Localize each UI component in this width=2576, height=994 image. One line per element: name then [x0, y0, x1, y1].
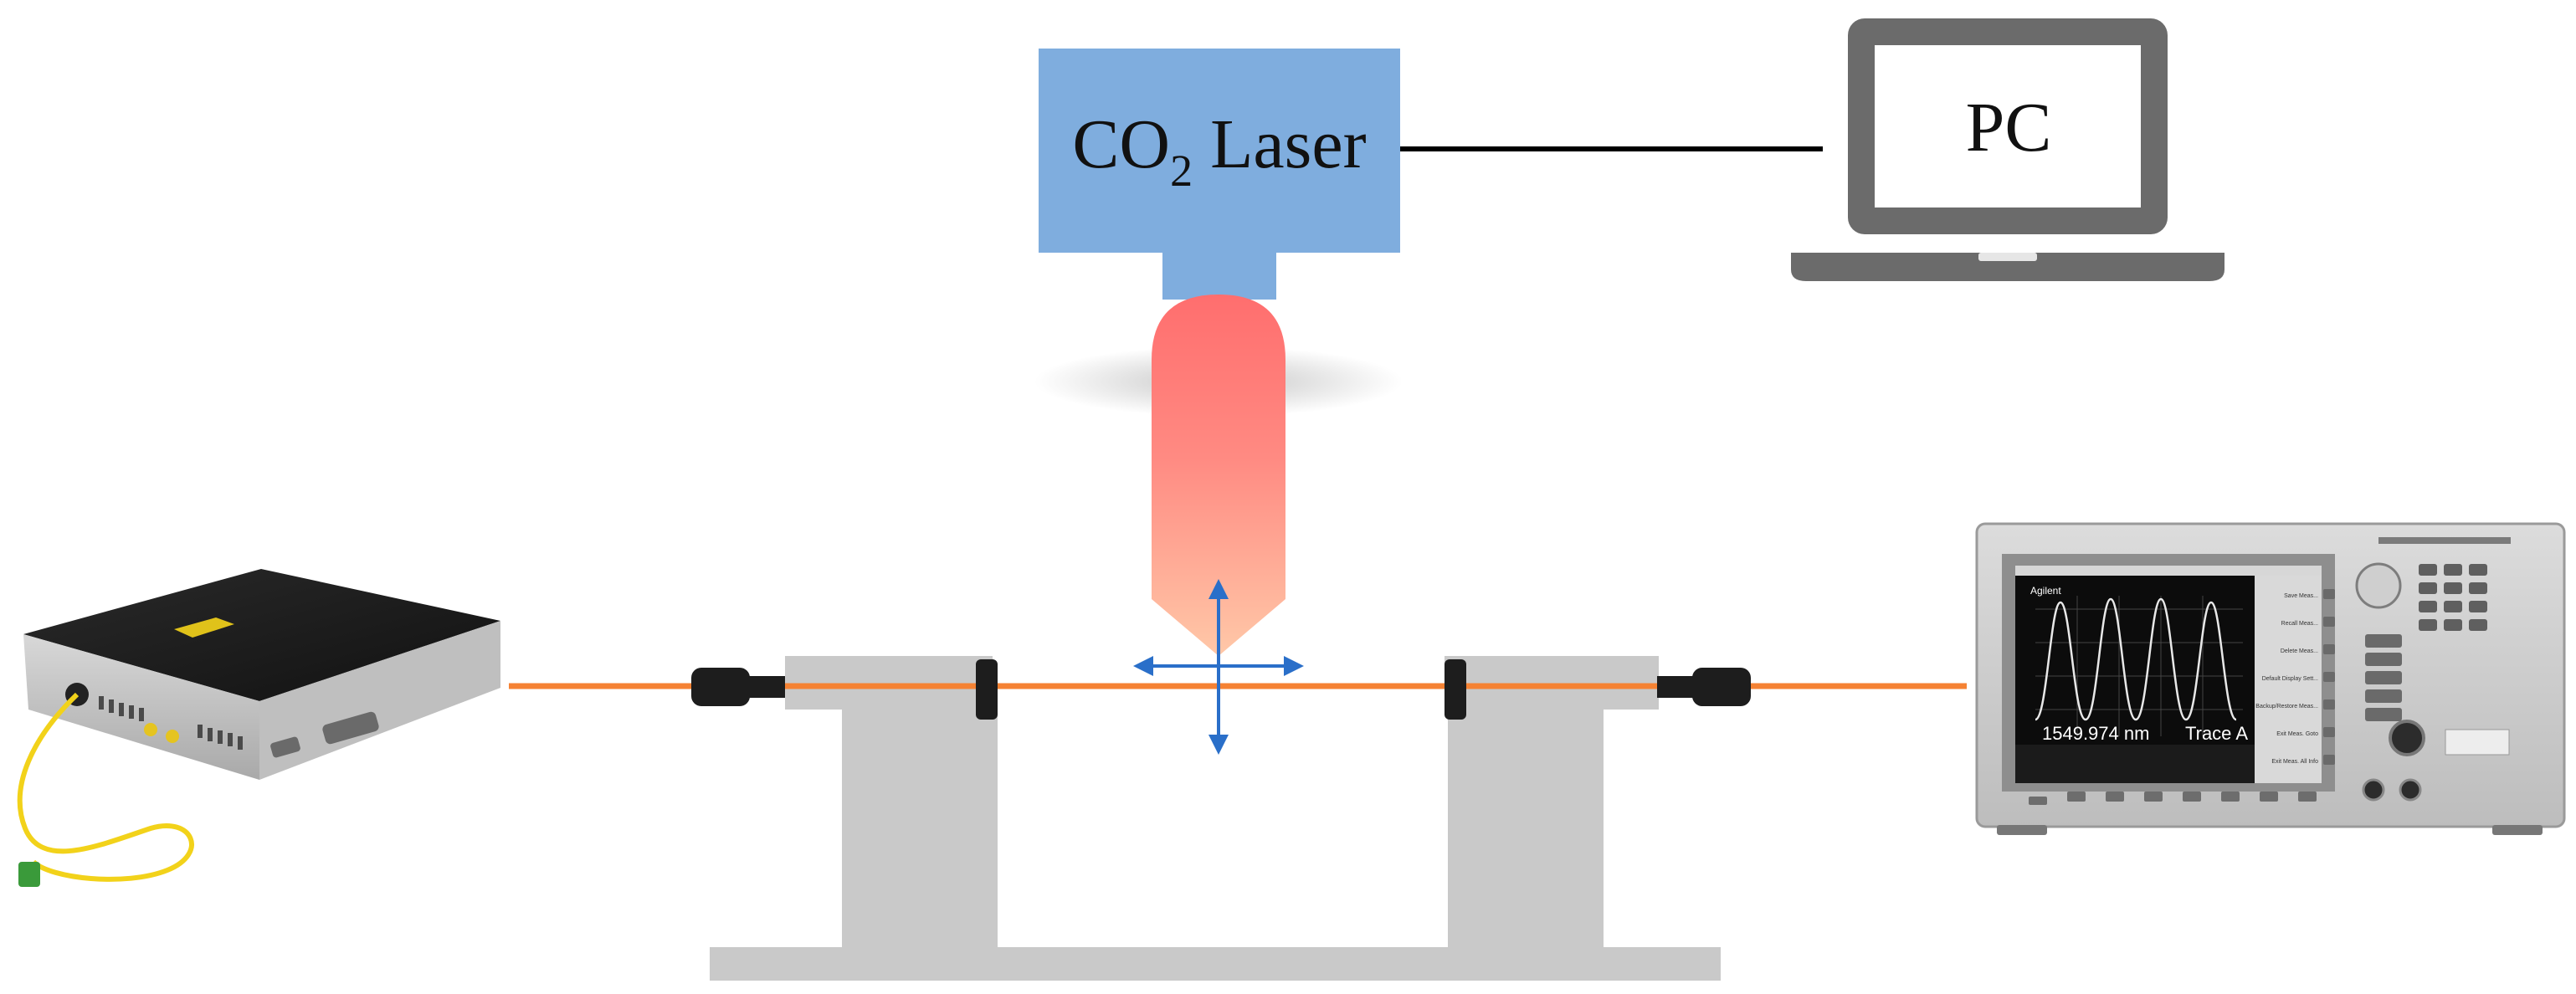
source-db-connector	[322, 711, 379, 745]
translation-stage	[710, 656, 1721, 981]
osa-softkey-button	[2323, 755, 2335, 765]
co2-laser-box	[1039, 49, 1400, 253]
laptop-base	[1791, 253, 2224, 281]
right-fiber-connector	[1692, 668, 1751, 706]
left-stage-pillar	[842, 710, 998, 947]
pc-label: PC	[1966, 89, 2052, 167]
osa-menu-bar	[2015, 566, 2322, 576]
osa-disk-slot	[2378, 537, 2511, 544]
osa-softkey-label: Default Display Sett...	[2262, 676, 2318, 682]
osa-wavelength-readout: 1549.974 nm	[2042, 723, 2149, 744]
fiber-clamps	[691, 659, 1751, 720]
osa-softkey-label: Exit Meas. Goto	[2276, 731, 2318, 737]
light-source-device	[17, 569, 500, 887]
osa-optical-input-port	[2389, 720, 2425, 756]
osa-keypad-key	[2419, 564, 2437, 576]
osa-bottom-buttons	[2029, 792, 2317, 805]
osa-softkey-label: Backup/Restore Meas...	[2255, 704, 2318, 710]
source-top-face	[23, 569, 500, 701]
osa-softkeys: Save Meas... Recall Meas... Delete Meas...…	[2255, 589, 2335, 765]
source-front-face	[23, 634, 259, 780]
osa-keypad-key	[2444, 582, 2462, 594]
right-connector-sleeve	[1657, 676, 1696, 698]
osa-keypad-key	[2469, 601, 2487, 612]
pc-laptop: PC	[1791, 18, 2224, 281]
source-warning-label	[174, 617, 234, 638]
osa-spectrum-trace	[2034, 597, 2238, 721]
co2-laser-nozzle	[1162, 253, 1276, 300]
source-cord-connector	[18, 862, 40, 887]
osa-grid	[2035, 596, 2243, 736]
osa-keypad-key	[2469, 619, 2487, 631]
osa-brand-label: Agilent	[2030, 585, 2061, 597]
osa-keypad-key	[2469, 564, 2487, 576]
osa-softkey-button	[2323, 644, 2335, 654]
osa-keypad-key	[2469, 582, 2487, 594]
osa-softkey-label: Delete Meas...	[2281, 648, 2318, 654]
source-vents	[99, 696, 243, 750]
source-bnc-1	[144, 723, 157, 736]
left-fiber-connector	[691, 668, 750, 706]
optical-spectrum-analyzer: Agilent 1549.974 nm Trace A Save Meas...…	[1975, 522, 2566, 835]
osa-keypad-key	[2444, 601, 2462, 612]
osa-softkey-button	[2323, 699, 2335, 710]
osa-trace-label: Trace A	[2185, 723, 2248, 744]
osa-foot-right	[2492, 825, 2543, 835]
osa-keypad	[2419, 564, 2487, 631]
beam-body	[1152, 295, 1285, 656]
left-fiber-holder	[785, 656, 993, 710]
osa-keypad-key	[2419, 601, 2437, 612]
right-stage-pillar	[1448, 710, 1604, 947]
osa-softkey-button	[2323, 617, 2335, 627]
osa-softkey-label: Recall Meas...	[2281, 621, 2318, 627]
co2-laser-label: CO2 Laser	[1072, 105, 1366, 196]
source-serial-connector	[270, 736, 300, 758]
osa-softkey-label: Save Meas...	[2284, 593, 2318, 599]
osa-function-keys	[2365, 634, 2402, 721]
osa-softkey-button	[2323, 672, 2335, 682]
osa-info-label	[2445, 729, 2510, 756]
osa-rotary-knob	[2355, 562, 2402, 609]
osa-keypad-key	[2419, 619, 2437, 631]
osa-foot-left	[1997, 825, 2047, 835]
stage-base-plate	[710, 947, 1721, 981]
osa-output-port-1	[2362, 778, 2385, 802]
laser-beam	[1034, 295, 1403, 656]
osa-softkey-panel	[2255, 576, 2322, 783]
source-bnc-2	[166, 730, 179, 743]
osa-softkey-button	[2323, 727, 2335, 737]
laptop-screen	[1875, 45, 2141, 208]
left-clamp	[976, 659, 998, 720]
osa-output-port-2	[2399, 778, 2422, 802]
translation-arrows	[1133, 579, 1304, 755]
osa-keypad-key	[2444, 564, 2462, 576]
left-connector-sleeve	[745, 676, 785, 698]
osa-keypad-key	[2444, 619, 2462, 631]
right-fiber-holder	[1445, 656, 1659, 710]
laptop-hinge	[1978, 253, 2037, 261]
co2-laser: CO2 Laser	[1039, 49, 1400, 300]
osa-softkey-label: Exit Meas. All Info	[2271, 759, 2318, 765]
osa-keypad-key	[2419, 582, 2437, 594]
osa-softkey-button	[2323, 589, 2335, 599]
source-patch-cord	[17, 692, 194, 882]
right-clamp	[1445, 659, 1466, 720]
source-side-face	[259, 621, 500, 780]
osa-status-bar	[2015, 745, 2255, 783]
